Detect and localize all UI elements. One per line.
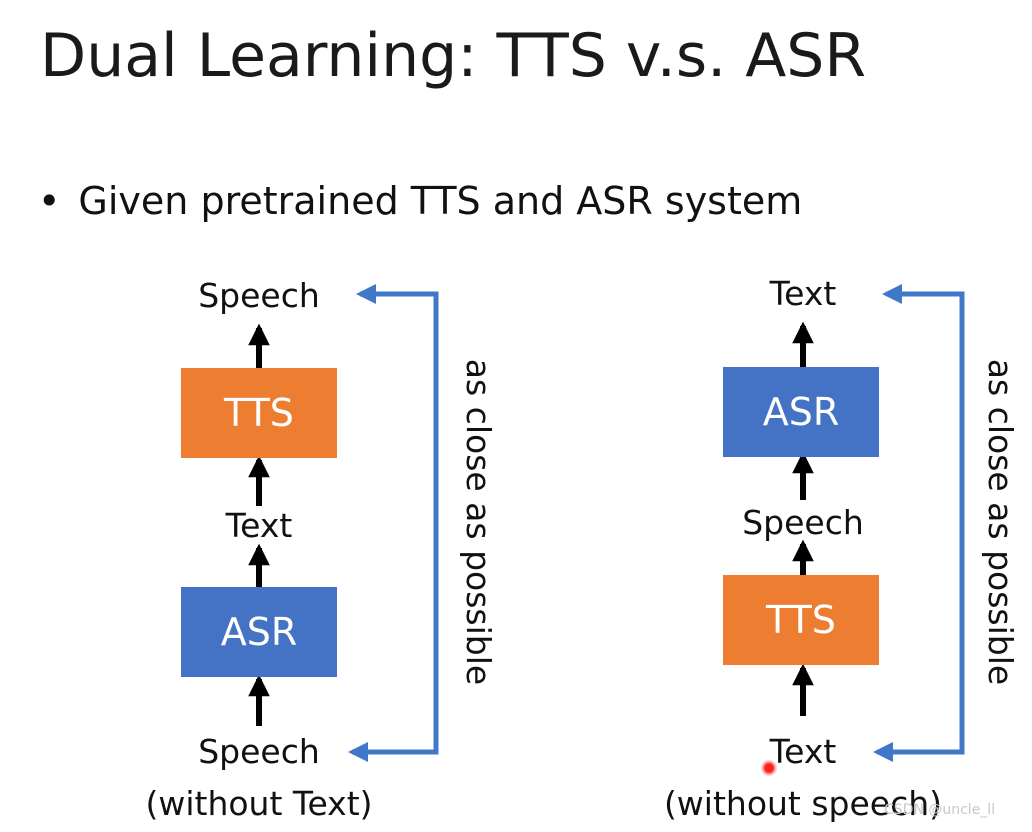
right-tts-box: TTS (723, 575, 879, 665)
left-bottom-note: (without Text) (145, 784, 373, 823)
left-tts-box: TTS (181, 368, 337, 458)
bullet-dot-icon: • (38, 179, 61, 223)
left-bottom-input-label: Speech (198, 732, 320, 771)
right-middle-label: Speech (742, 503, 864, 542)
left-feedback-arrow (356, 284, 439, 755)
right-feedback-label: as close as possible (981, 358, 1020, 686)
left-middle-label: Text (225, 506, 293, 545)
right-bottom-note: (without speech) (663, 784, 943, 823)
pointer-cursor-icon (761, 760, 777, 776)
bullet-text: Given pretrained TTS and ASR system (78, 179, 803, 223)
left-asr-box: ASR (181, 587, 337, 677)
left-feedback-label: as close as possible (459, 358, 498, 686)
right-top-output-label: Text (769, 274, 837, 313)
right-feedback-arrow (882, 284, 965, 755)
left-top-output-label: Speech (198, 276, 320, 315)
right-bottom-input-label: Text (769, 732, 837, 771)
bullet-point: • Given pretrained TTS and ASR system (38, 174, 802, 228)
watermark: CSDN @uncle_ll (884, 802, 996, 818)
slide-title: Dual Learning: TTS v.s. ASR (40, 21, 867, 91)
right-asr-box: ASR (723, 367, 879, 457)
